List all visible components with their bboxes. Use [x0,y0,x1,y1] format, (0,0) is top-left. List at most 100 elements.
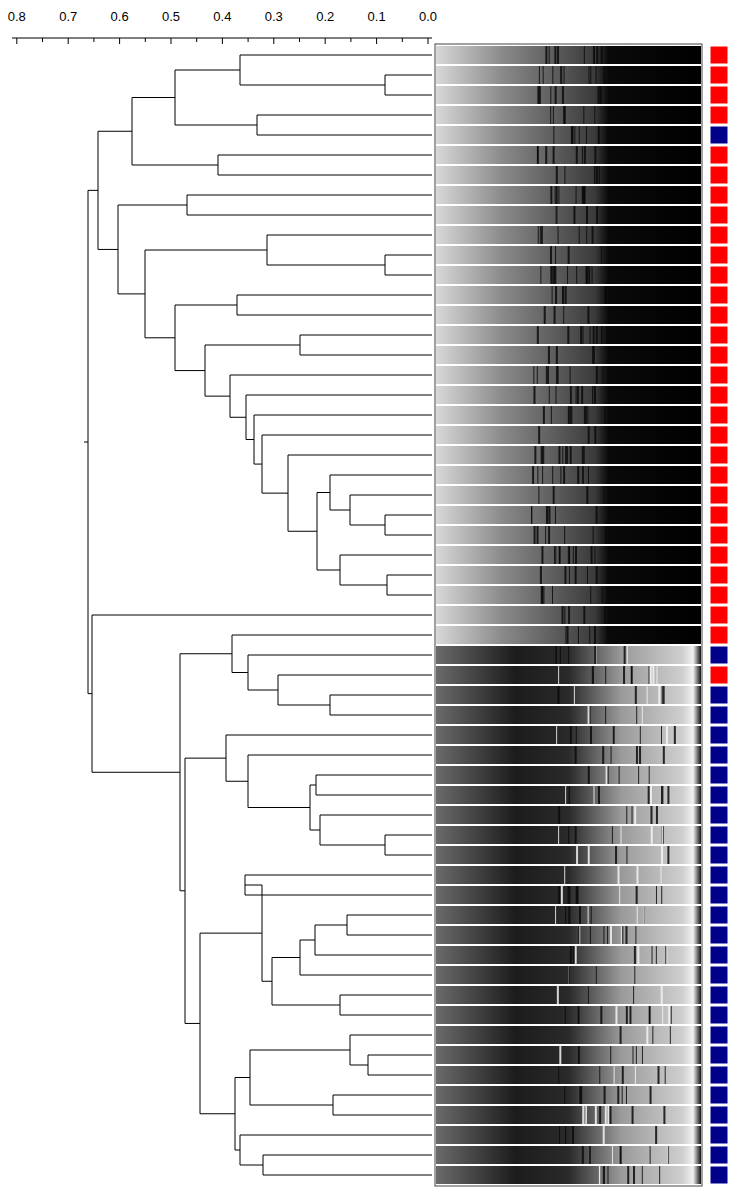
gel-band [589,706,591,724]
tree-branch [175,70,240,71]
gel-band [570,726,572,744]
lane-background [436,66,701,84]
tree-branch [226,781,248,782]
gel-band [555,86,557,104]
gel-band [658,1066,660,1084]
gel-band [608,766,609,784]
gel-band [633,1166,635,1184]
gel-band [564,526,565,544]
gel-lane [436,46,701,64]
gel-band [595,1106,597,1124]
lane-background [436,986,701,1004]
gel-band [584,446,585,464]
gel-band [564,106,565,124]
gel-band [542,466,543,484]
tree-branch [205,345,300,346]
lane-background [436,486,701,504]
gel-band [567,326,569,344]
tree-branch [317,492,330,493]
group-color-bar [710,46,728,1184]
tree-branch [246,439,254,440]
gel-band [565,626,566,644]
tree-branch [175,370,205,371]
gel-band [531,506,532,524]
lane-background [436,1166,701,1184]
gel-band [668,1006,670,1024]
gel-band [614,1066,615,1084]
gel-band [554,546,555,564]
gel-band [594,646,596,664]
lane-background [436,906,701,924]
gel-band [604,286,606,304]
gel-band [624,646,626,664]
gel-band [559,546,561,564]
gel-band [584,186,585,204]
gel-band [586,266,588,284]
gel-band [569,966,570,984]
gel-band [605,1106,607,1124]
axis-tick [222,38,223,44]
axis-tick-label: 0.8 [8,10,26,24]
tree-branch [145,250,267,251]
gel-band [590,926,591,944]
gel-band [547,506,548,524]
gel-band [576,886,578,904]
group-color-cell [710,226,728,244]
gel-band [602,586,603,604]
gel-band [565,1126,566,1144]
gel-band [585,1106,586,1124]
group-color-cell [710,86,728,104]
gel-band [543,406,545,424]
gel-lane [436,1026,701,1044]
dendrogram-tree [84,55,432,1175]
gel-band [537,86,539,104]
gel-band [574,126,575,144]
gel-band [570,386,572,404]
gel-band [541,226,543,244]
group-color-cell [710,926,728,944]
gel-band [582,466,583,484]
gel-band [619,886,620,904]
gel-band [560,66,562,84]
gel-band [541,586,543,604]
gel-lane [436,466,701,484]
group-color-cell [710,646,728,664]
gel-band [568,886,569,904]
gel-band [635,686,637,704]
group-color-cell [710,546,728,564]
gel-band [588,266,590,284]
lane-background [436,266,701,284]
tree-branch [288,455,432,456]
group-color-cell [710,446,728,464]
axis-tick [248,38,249,42]
gel-band [652,946,653,964]
gel-lane [436,646,701,664]
lane-background [436,766,701,784]
gel-band [538,486,539,504]
gel-band [604,1166,605,1184]
tree-branch [205,396,230,397]
gel-band [545,146,547,164]
group-color-cell [710,46,728,64]
tree-branch [240,85,385,86]
lane-background [436,1006,701,1024]
gel-band [552,286,553,304]
gel-band [579,906,581,924]
gel-band [635,1066,636,1084]
tree-branch [235,1077,250,1078]
gel-band [594,346,595,364]
gel-band [655,1126,657,1144]
gel-band [599,166,600,184]
gel-band [612,826,613,844]
axis-tick-label: 0.0 [419,10,437,24]
gel-band [569,566,570,584]
gel-band [586,266,588,284]
axis-tick [273,38,274,44]
axis-tick-label: 0.4 [213,10,231,24]
tree-branch [245,885,262,886]
lane-background [436,666,701,684]
lane-background [436,1146,701,1164]
gel-band [621,826,622,844]
gel-band [570,446,572,464]
axis-tick-label: 0.1 [368,10,386,24]
